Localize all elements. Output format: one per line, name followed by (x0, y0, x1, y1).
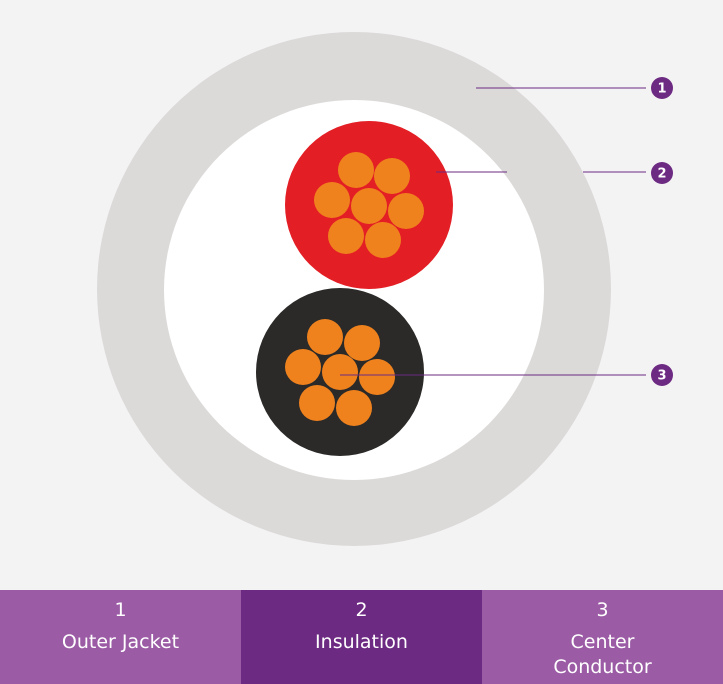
conductor-strand (314, 182, 350, 218)
callout-marker (651, 364, 673, 386)
conductor-strand (365, 222, 401, 258)
callout-number: 3 (657, 369, 666, 384)
legend-item-outer-jacket[interactable]: 1 Outer Jacket (0, 590, 241, 684)
legend-label: Outer Jacket (61, 631, 180, 653)
conductor-strand (285, 349, 321, 385)
callout-3[interactable]: 3 (340, 364, 673, 386)
conductor-strand (307, 319, 343, 355)
legend-label: Center Conductor (553, 631, 652, 678)
conductor-strand (322, 354, 358, 390)
conductor-strand (374, 158, 410, 194)
conductor-strand (336, 390, 372, 426)
conductor-strand (351, 188, 387, 224)
legend-bar: 1 Outer Jacket 2 Insulation 3 Center Con… (0, 590, 723, 684)
conductor-strand (388, 193, 424, 229)
legend-item-insulation[interactable]: 2 Insulation (241, 590, 482, 684)
callout-marker (651, 162, 673, 184)
callout-number: 2 (657, 167, 666, 182)
legend-item-center-conductor[interactable]: 3 Center Conductor (482, 590, 723, 684)
red-insulated-conductor (285, 121, 453, 289)
legend-number: 1 (114, 599, 127, 621)
legend-label: Insulation (315, 631, 408, 653)
callout-1[interactable]: 1 (476, 77, 673, 99)
callout-2[interactable]: 2 (436, 162, 673, 184)
legend-number: 2 (355, 599, 368, 621)
conductor-strand (328, 218, 364, 254)
black-insulated-conductor (256, 288, 424, 456)
conductor-strand (299, 385, 335, 421)
callout-marker (651, 77, 673, 99)
legend-number: 3 (596, 599, 609, 621)
conductor-strand (338, 152, 374, 188)
cable-cross-section-diagram: 1 2 3 (97, 32, 673, 546)
callout-number: 1 (657, 82, 666, 97)
conductor-strand (344, 325, 380, 361)
conductor-strand (359, 359, 395, 395)
